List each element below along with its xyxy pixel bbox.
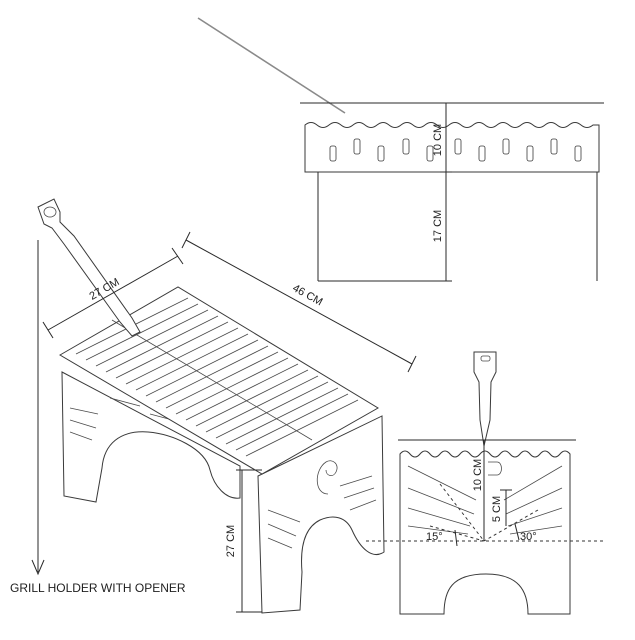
front-leg-height-label: 17 CM: [432, 210, 444, 242]
side-panel: [399, 450, 571, 615]
angle-left-label: 15°: [426, 531, 443, 543]
grill-length-label: 46 CM: [290, 282, 324, 308]
grill-grate-rods: [75, 297, 359, 457]
side-panel-fan-slots: [407, 465, 563, 535]
isometric-grill-view: 27 CM 46 CM 27 CM GRILL HOLDER WITH OPEN…: [10, 198, 417, 614]
width-dimension-line: [47, 255, 179, 331]
front-top-height-label: 10 CM: [432, 124, 444, 156]
skewer-rod: [197, 17, 346, 114]
holder-caption: GRILL HOLDER WITH OPENER: [10, 581, 186, 595]
front-panel-slots: [329, 138, 582, 162]
side-slot-height-label: 5 CM: [491, 496, 503, 522]
side-panel-slashes: [69, 397, 377, 549]
side-top-height-label: 10 CM: [472, 459, 484, 491]
front-side-panel: [257, 415, 385, 614]
length-dimension-line: [185, 239, 413, 365]
grill-grate: [59, 286, 379, 475]
stand-height-label: 27 CM: [225, 525, 237, 557]
side-holder-handle: [473, 351, 497, 447]
angle-right-label: 30°: [520, 531, 537, 543]
side-hook-icon: [488, 461, 502, 476]
left-end-panel: [61, 371, 241, 503]
side-elevation-view: 10 CM 5 CM 15° 30°: [366, 351, 606, 615]
side-opener-hole: [480, 355, 491, 362]
front-elevation-view: 10 CM 17 CM: [197, 17, 604, 282]
bottle-opener-hole: [43, 206, 57, 218]
grill-holder-handle: [37, 198, 141, 337]
opener-hook-icon: [316, 460, 338, 495]
